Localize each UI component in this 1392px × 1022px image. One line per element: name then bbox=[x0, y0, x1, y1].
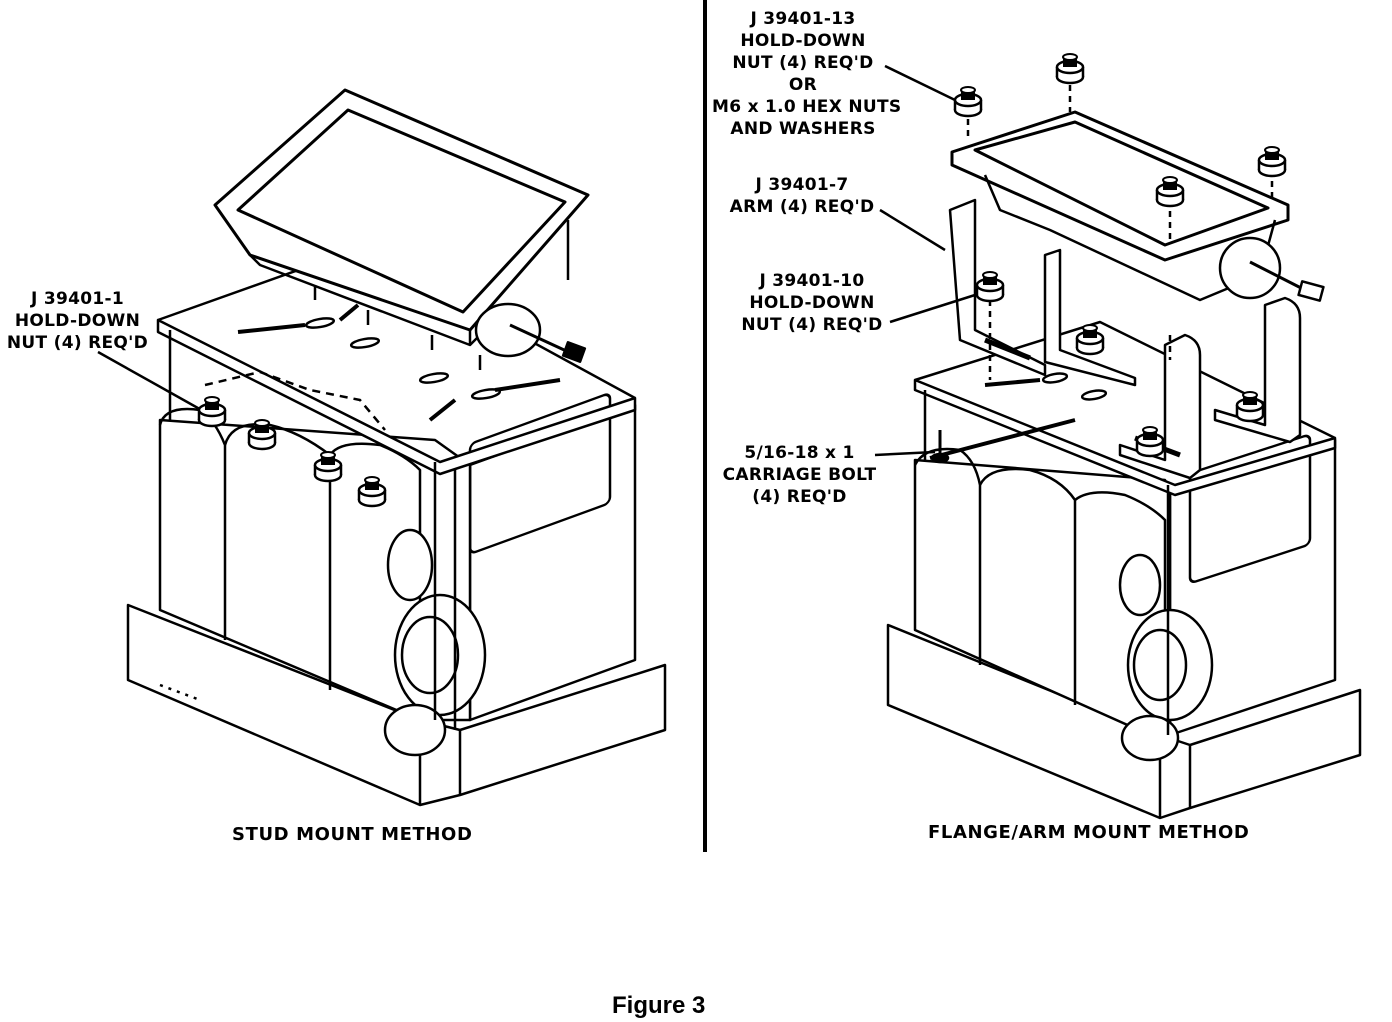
left-callout-line-2: HOLD-DOWN bbox=[14, 311, 141, 331]
right-callout-top-line-3: NUT (4) REQ'D bbox=[732, 53, 874, 73]
left-leader-line bbox=[97, 350, 206, 414]
right-leader-bolt bbox=[874, 450, 936, 457]
right-callout-arm: J 39401-7 ARM (4) REQ'D bbox=[722, 174, 882, 218]
right-callout-nut: J 39401-10 HOLD-DOWN NUT (4) REQ'D bbox=[732, 270, 892, 336]
right-leader-nut bbox=[889, 293, 976, 324]
caption-stud-mount: STUD MOUNT METHOD bbox=[232, 824, 473, 845]
right-callout-top-line-4: OR bbox=[788, 75, 818, 95]
right-callout-nut-line-1: J 39401-10 bbox=[759, 271, 865, 291]
right-callout-top-line-5: M6 x 1.0 HEX NUTS bbox=[712, 97, 902, 117]
right-leader-arm bbox=[879, 208, 946, 252]
right-leader-top bbox=[884, 64, 956, 102]
right-callout-top: J 39401-13 HOLD-DOWN NUT (4) REQ'D OR M6… bbox=[712, 8, 902, 140]
right-callout-bolt: 5/16-18 x 1 CARRIAGE BOLT (4) REQ'D bbox=[722, 442, 877, 508]
right-callout-nut-line-2: HOLD-DOWN bbox=[749, 293, 875, 313]
right-callout-nut-line-3: NUT (4) REQ'D bbox=[741, 315, 883, 335]
caption-flange-arm-mount: FLANGE/ARM MOUNT METHOD bbox=[928, 822, 1250, 843]
right-callout-arm-line-2: ARM (4) REQ'D bbox=[729, 197, 875, 217]
stud-mount-drawing bbox=[97, 88, 667, 807]
right-callout-bolt-line-2: CARRIAGE BOLT bbox=[722, 465, 877, 485]
right-callout-top-line-1: J 39401-13 bbox=[750, 9, 856, 29]
right-callout-arm-line-1: J 39401-7 bbox=[755, 175, 849, 195]
left-callout-line-3: NUT (4) REQ'D bbox=[6, 333, 149, 353]
flange-mount-drawing bbox=[874, 64, 1362, 820]
right-callout-top-line-6: AND WASHERS bbox=[730, 119, 876, 139]
left-callout-hold-down-nut: J 39401-1 HOLD-DOWN NUT (4) REQ'D bbox=[0, 288, 155, 354]
right-callout-bolt-line-1: 5/16-18 x 1 bbox=[744, 443, 855, 463]
figure-label: Figure 3 bbox=[612, 992, 706, 1019]
left-callout-line-1: J 39401-1 bbox=[31, 289, 124, 309]
right-callout-top-line-2: HOLD-DOWN bbox=[740, 31, 866, 51]
right-callout-bolt-line-3: (4) REQ'D bbox=[752, 487, 847, 507]
